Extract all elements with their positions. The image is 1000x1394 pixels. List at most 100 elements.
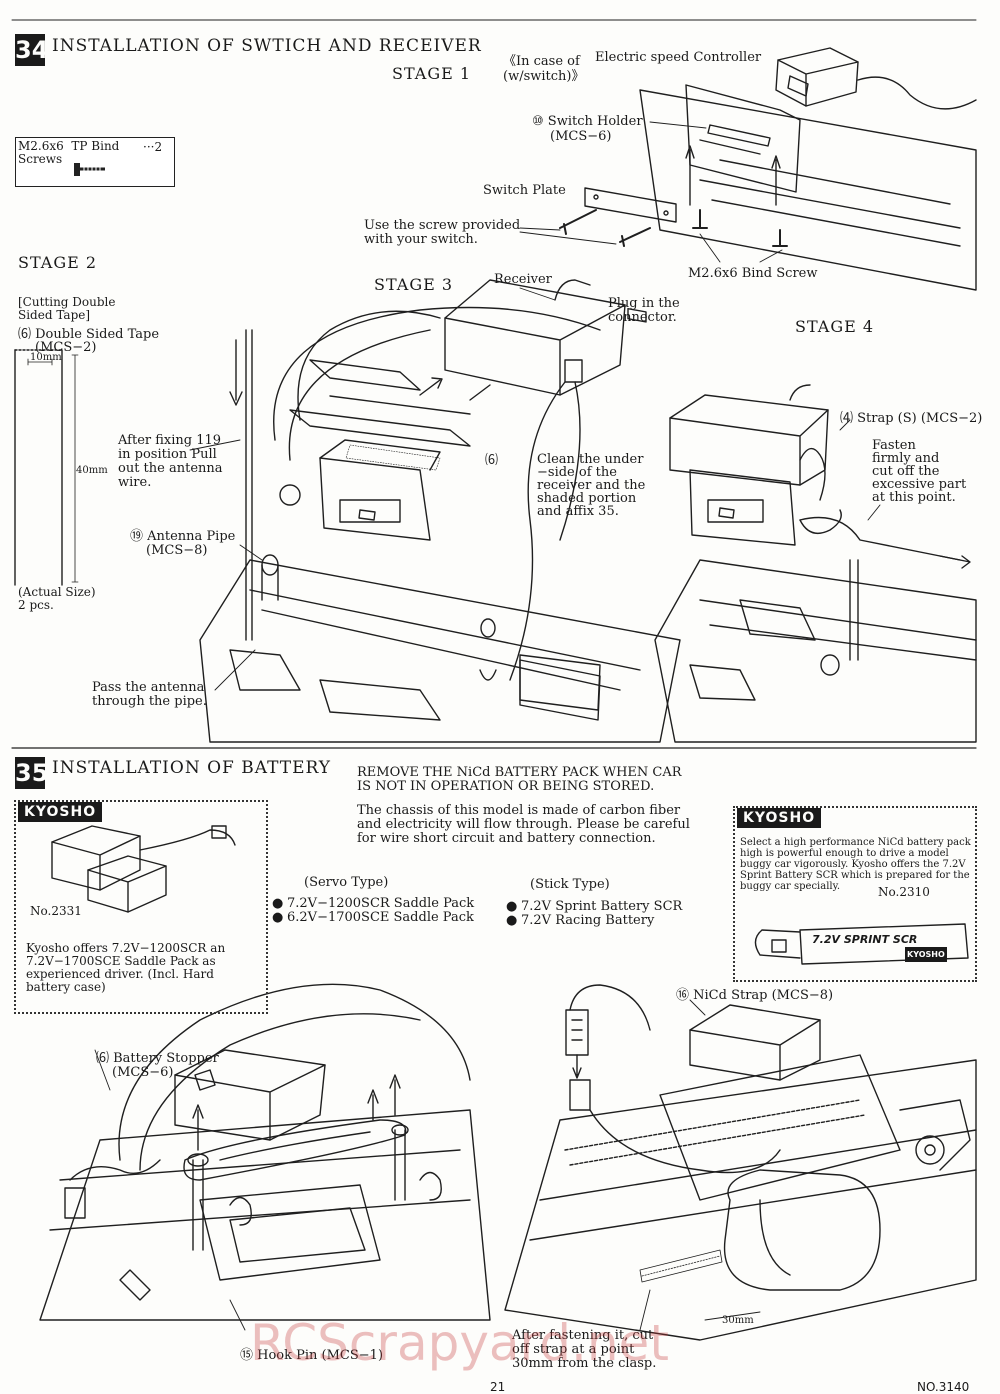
- fasten-3: cut off the: [872, 464, 940, 479]
- switch-holder-label: ⑩ Switch Holder: [532, 114, 643, 129]
- antenna-pipe-code: (MCS−8): [146, 543, 208, 558]
- stick-bullet-1: ●: [506, 899, 518, 914]
- chassis-note-3: for wire short circuit and battery conne…: [357, 831, 656, 846]
- dim-30mm: 30mm: [722, 1315, 754, 1326]
- stage3-drawing: [189, 279, 681, 743]
- tape-height: 40mm: [76, 465, 108, 476]
- actual-size-1: (Actual Size): [18, 585, 96, 599]
- after-fix-1: After fixing 119: [118, 433, 222, 448]
- ad-left-box: [14, 800, 268, 1014]
- parts-box-qty: ···2: [143, 140, 163, 154]
- receiver-label: Receiver: [494, 272, 552, 287]
- clean-1: Clean the under: [537, 452, 644, 467]
- tape-code: (MCS−2): [35, 340, 97, 355]
- hook-pin-label: ⑮ Hook Pin (MCS−1): [240, 1348, 384, 1363]
- stick-type-label: (Stick Type): [530, 877, 610, 892]
- switch-holder-code: (MCS−6): [550, 129, 612, 144]
- after-fasten-3: 30mm from the clasp.: [512, 1356, 657, 1371]
- after-fix-4: wire.: [118, 475, 152, 490]
- battery-stopper-code: (MCS−6): [112, 1065, 174, 1080]
- clean-4: shaded portion: [537, 491, 637, 506]
- servo-type-label: (Servo Type): [304, 875, 389, 890]
- bind-screw-label: M2.6x6 Bind Screw: [688, 266, 818, 281]
- ad-left-text-1: Kyosho offers 7.2V−1200SCR an: [26, 941, 226, 955]
- ad-right-box: [733, 806, 977, 982]
- chassis-note-1: The chassis of this model is made of car…: [357, 803, 681, 818]
- battery-stopper-label: ⑹ Battery Stopper: [96, 1051, 219, 1066]
- watermark: RCScrapyard.net: [250, 1314, 669, 1372]
- stage1-label: STAGE 1: [392, 64, 472, 83]
- stage4-drawing: [654, 384, 977, 743]
- ad-right-brand: KYOSHO: [737, 808, 822, 828]
- esc-note-3: (w∕switch)》: [503, 69, 585, 84]
- after-fix-2: in position Pull: [118, 447, 217, 462]
- parts-box: [15, 137, 175, 187]
- stick-item-1: 7.2V Sprint Battery SCR: [521, 899, 683, 914]
- clean-5: and affix 35.: [537, 504, 619, 519]
- parts-box-line1: M2.6x6 TP Bind: [18, 139, 120, 153]
- servo-bullet-2: ●: [272, 910, 284, 925]
- plug-1: Plug in the: [608, 296, 680, 311]
- step-number-34: 34: [15, 34, 49, 66]
- stage2-label: STAGE 2: [18, 253, 98, 272]
- esc-note-1: 《In case of: [503, 54, 580, 69]
- fasten-4: excessive part: [872, 477, 967, 492]
- ad-right-text-4: Sprint Battery SCR which is prepared for…: [740, 870, 970, 881]
- pass-antenna-1: Pass the antenna: [92, 680, 205, 695]
- stick-bullet-2: ●: [506, 913, 518, 928]
- chassis-note-2: and electricity will flow through. Pleas…: [357, 817, 690, 832]
- step-number-35: 35: [15, 757, 49, 789]
- stage3-label: STAGE 3: [374, 275, 454, 294]
- servo-item-1: 7.2V−1200SCR Saddle Pack: [287, 896, 475, 911]
- fasten-1: Fasten: [872, 438, 916, 453]
- ad-left-brand: KYOSHO: [18, 802, 103, 822]
- after-fasten-2: off strap at a point: [512, 1342, 635, 1357]
- model-number: NO.3140: [917, 1380, 970, 1394]
- ad-right-text-5: buggy car specially.: [740, 881, 841, 892]
- plug-2: connector.: [608, 310, 677, 325]
- ad-left-text-2: 7.2V−1700SCE Saddle Pack as: [26, 954, 216, 968]
- switch-plate-label: Switch Plate: [483, 183, 566, 198]
- tape-label: ⑹ Double Sided Tape: [18, 327, 160, 342]
- ad-right-text-2: high is powerful enough to drive a model: [740, 848, 949, 859]
- fasten-2: firmly and: [872, 451, 940, 466]
- ad-right-battery-drawing: [754, 923, 969, 965]
- after-fix-3: out the antenna: [118, 461, 223, 476]
- cutting-1: [Cutting Double: [18, 295, 116, 309]
- warning-1: REMOVE THE NiCd BATTERY PACK WHEN CAR: [357, 765, 682, 780]
- stick-item-2: 7.2V Racing Battery: [521, 913, 655, 928]
- cutting-2: Sided Tape]: [18, 308, 91, 322]
- ad-right-pack-brand: KYOSHO: [905, 947, 947, 962]
- stage4-label: STAGE 4: [795, 317, 875, 336]
- ad-left-part-no: No.2331: [30, 904, 82, 918]
- fasten-5: at this point.: [872, 490, 956, 505]
- tape-width: 10mm: [30, 352, 62, 363]
- ad-left-text-4: battery case): [26, 980, 106, 994]
- tape-callout: ⑹: [485, 453, 499, 468]
- ad-right-text-1: Select a high performance NiCd battery p…: [740, 837, 971, 848]
- battery-stick-drawing: [504, 984, 977, 1341]
- antenna-pipe-label: ⑲ Antenna Pipe: [130, 529, 236, 544]
- step34-title: INSTALLATION OF SWTICH AND RECEIVER: [52, 36, 482, 56]
- ad-right-part-no: No.2310: [878, 885, 930, 899]
- ad-right-text-3: buggy car vigorously. Kyosho offers the …: [740, 859, 966, 870]
- clean-3: receiver and the: [537, 478, 646, 493]
- nicd-strap-label: ⑯ NiCd Strap (MCS−8): [676, 988, 834, 1003]
- warning-2: IS NOT IN OPERATION OR BEING STORED.: [357, 779, 655, 794]
- ad-left-battery-drawing: [51, 825, 236, 913]
- pass-antenna-2: through the pipe.: [92, 694, 207, 709]
- after-fasten-1: After fastening it, cut: [512, 1328, 654, 1343]
- actual-size-2: 2 pcs.: [18, 598, 54, 612]
- ad-right-pack-label: 7.2V SPRINT SCR: [812, 933, 918, 946]
- strap-s-label: ⑷ Strap (S) (MCS−2): [840, 411, 983, 426]
- step35-title: INSTALLATION OF BATTERY: [52, 758, 331, 778]
- parts-box-line2: Screws: [18, 152, 63, 166]
- screw-note-2: with your switch.: [364, 232, 478, 247]
- clean-2: −side of the: [537, 465, 617, 480]
- battery-servo-drawing: [39, 983, 491, 1331]
- esc-note-2: Electric speed Controller: [595, 50, 762, 65]
- stage1-drawing: [519, 47, 977, 323]
- servo-bullet-1: ●: [272, 896, 284, 911]
- screw-note-1: Use the screw provided: [364, 218, 521, 233]
